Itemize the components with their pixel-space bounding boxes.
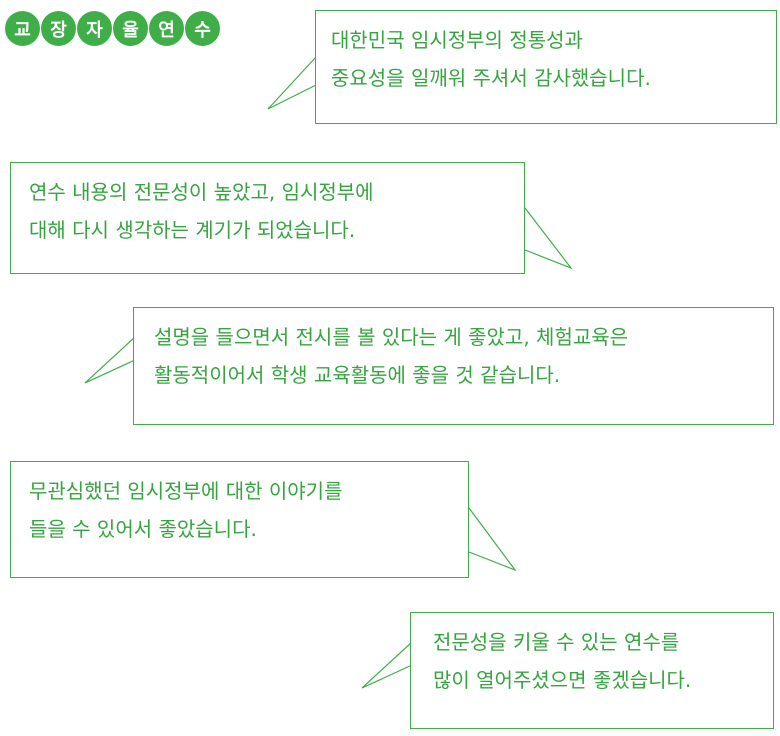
feedback-text: 연수 내용의 전문성이 높았고, 임시정부에: [29, 180, 374, 204]
feedback-bubble: 설명을 들으면서 전시를 볼 있다는 게 좋았고, 체험교육은 활동적이어서 학…: [133, 307, 774, 425]
title-char: 장: [41, 11, 76, 46]
speech-tail-icon: [361, 641, 413, 689]
feedback-text: 중요성을 일깨워 주셔서 감사했습니다.: [331, 66, 651, 90]
title-char: 교: [5, 11, 40, 46]
feedback-text: 활동적이어서 학생 교육활동에 좋을 것 같습니다.: [154, 363, 561, 387]
feedback-text: 설명을 들으면서 전시를 볼 있다는 게 좋았고, 체험교육은: [154, 325, 629, 349]
speech-tail-icon: [468, 507, 517, 572]
feedback-text: 무관심했던 임시정부에 대한 이야기를: [29, 479, 343, 503]
title-char: 자: [77, 11, 112, 46]
speech-tail-icon: [267, 56, 317, 110]
feedback-text: 대해 다시 생각하는 계기가 되었습니다.: [29, 218, 356, 242]
feedback-bubble: 대한민국 임시정부의 정통성과 중요성을 일깨워 주셔서 감사했습니다.: [315, 10, 777, 124]
feedback-text: 전문성을 키울 수 있는 연수를: [433, 630, 680, 654]
title-char: 율: [113, 11, 148, 46]
feedback-bubble: 연수 내용의 전문성이 높았고, 임시정부에 대해 다시 생각하는 계기가 되었…: [10, 162, 525, 274]
speech-tail-icon: [524, 207, 573, 270]
feedback-text: 많이 열어주셨으면 좋겠습니다.: [433, 668, 692, 692]
feedback-bubble: 무관심했던 임시정부에 대한 이야기를 들을 수 있어서 좋았습니다.: [10, 461, 469, 578]
speech-tail-icon: [84, 336, 136, 384]
feedback-text: 들을 수 있어서 좋았습니다.: [29, 517, 257, 541]
title-char: 수: [185, 11, 220, 46]
title-char: 연: [149, 11, 184, 46]
feedback-text: 대한민국 임시정부의 정통성과: [331, 28, 583, 52]
feedback-bubble: 전문성을 키울 수 있는 연수를 많이 열어주셨으면 좋겠습니다.: [410, 612, 774, 729]
title-badge: 교 장 자 율 연 수: [5, 11, 220, 46]
